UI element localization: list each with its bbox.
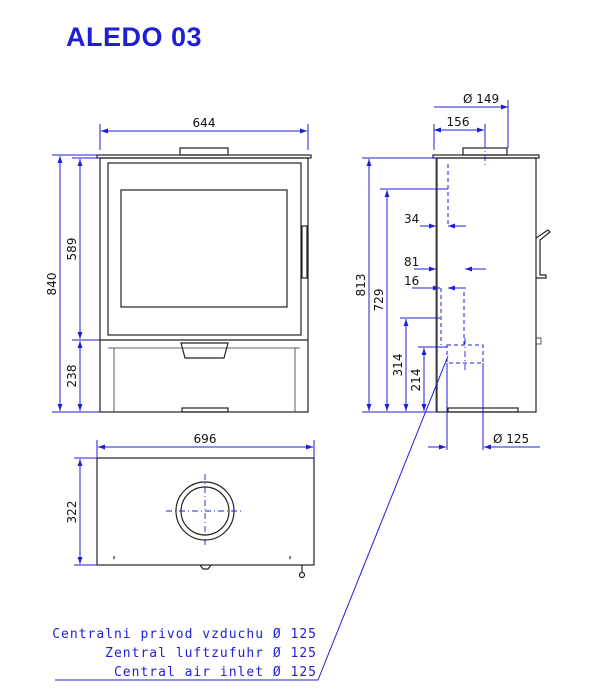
note-cz: Centralni privod vzduchu Ø 125 bbox=[52, 627, 317, 642]
drawing-title: ALEDO 03 bbox=[66, 22, 203, 52]
side-height-flue-label: 729 bbox=[372, 289, 386, 312]
front-glass bbox=[120, 189, 288, 308]
air-inlet-leader bbox=[55, 355, 449, 681]
side-flue-offset-label: 156 bbox=[447, 115, 470, 129]
side-body bbox=[436, 157, 537, 413]
side-flue-diameter-label: Ø 149 bbox=[463, 92, 499, 106]
side-dim-81-label: 81 bbox=[404, 255, 419, 269]
front-body bbox=[99, 157, 309, 413]
side-air-inlet bbox=[446, 344, 484, 364]
front-height-glass-label: 589 bbox=[65, 238, 79, 261]
front-dimensions: 644 840 589 238 bbox=[45, 116, 309, 413]
top-handle-knob bbox=[298, 571, 306, 579]
front-door-handle bbox=[301, 225, 308, 279]
side-dim-34-label: 34 bbox=[404, 212, 419, 226]
side-handle bbox=[535, 229, 551, 279]
note-de: Zentral luftzufuhr Ø 125 bbox=[105, 646, 317, 661]
notes: Centralni privod vzduchu Ø 125 Zentral l… bbox=[52, 627, 317, 680]
front-top-flue-cap bbox=[179, 147, 229, 156]
front-ash-tray bbox=[180, 342, 229, 359]
side-dim-16-label: 16 bbox=[404, 274, 419, 288]
front-width-label: 644 bbox=[193, 116, 216, 130]
leader-line bbox=[317, 355, 449, 681]
top-width-label: 696 bbox=[194, 432, 217, 446]
side-height-total-label: 813 bbox=[354, 274, 368, 297]
front-height-base-label: 238 bbox=[65, 365, 79, 388]
top-dimensions: 696 322 bbox=[65, 432, 315, 566]
top-body bbox=[96, 457, 315, 566]
top-depth-label: 322 bbox=[65, 501, 79, 524]
side-view bbox=[432, 142, 551, 413]
front-foot bbox=[181, 407, 229, 413]
side-height-inlet-top-label: 314 bbox=[391, 354, 405, 377]
front-door bbox=[107, 162, 302, 336]
front-view bbox=[96, 147, 312, 413]
side-inlet-diameter-label: Ø 125 bbox=[493, 432, 529, 446]
note-en: Central air inlet Ø 125 bbox=[114, 665, 317, 680]
top-view bbox=[96, 457, 315, 579]
front-height-total-label: 840 bbox=[45, 273, 59, 296]
side-dimensions: Ø 149 156 813 729 34 81 16 314 214 bbox=[354, 92, 540, 450]
side-height-inlet-center-label: 214 bbox=[409, 369, 423, 392]
